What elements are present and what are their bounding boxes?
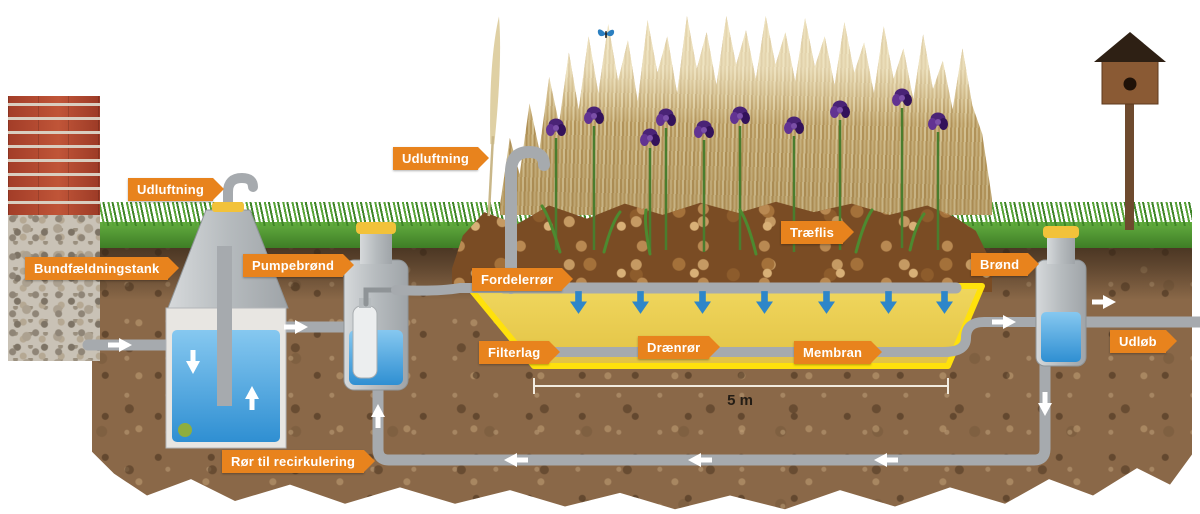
flow-arrow-icon: [1092, 295, 1116, 309]
pump-unit: [352, 305, 378, 379]
iris-stems: [554, 108, 940, 252]
iris-flower-icon: [546, 118, 566, 136]
label-fordelerroer: Fordelerrør: [472, 268, 574, 291]
label-udluftning-bed: Udluftning: [393, 147, 489, 170]
recirculation-pipe: [372, 360, 1051, 466]
pump-well-lid: [356, 222, 396, 234]
tank-vent-pipe: [223, 172, 258, 219]
iris-flowers: [546, 88, 948, 146]
label-recirkulering: Rør til recirkulering: [222, 450, 376, 473]
label-pumpebroend: Pumpebrønd: [243, 254, 355, 277]
birdhouse-hole: [1123, 77, 1137, 91]
label-membran: Membran: [794, 341, 883, 364]
iris-flower-icon: [892, 88, 912, 106]
tank-baffle-pipe: [217, 246, 232, 406]
iris-flower-icon: [584, 106, 604, 124]
foundation-gravel: [8, 215, 100, 361]
bed-vent-pipe: [505, 145, 550, 294]
iris-leaves: [540, 204, 926, 256]
house-brick-wall: [8, 96, 100, 215]
label-draenroer: Drænrør: [638, 336, 721, 359]
bed-width-measure: [533, 378, 949, 394]
pump-well: [343, 222, 409, 391]
birdhouse: [1094, 32, 1166, 230]
settling-tank: [165, 202, 289, 449]
label-filterlag: Filterlag: [479, 341, 561, 364]
iris-flower-icon: [694, 120, 714, 138]
iris-flower-icon: [928, 112, 948, 130]
label-traeflis: Træflis: [781, 221, 855, 244]
sludge-ball: [178, 423, 192, 437]
label-udluftning-tank: Udluftning: [128, 178, 224, 201]
birdhouse-roof: [1094, 32, 1166, 62]
outlet-well: [1035, 226, 1087, 367]
label-udloeb: Udløb: [1110, 330, 1177, 353]
reed-plume: [487, 16, 501, 217]
label-broend: Brønd: [971, 253, 1040, 276]
iris-flower-icon: [784, 116, 804, 134]
label-bundfaeldningstank: Bundfældningstank: [25, 257, 180, 280]
iris-flower-icon: [830, 100, 850, 118]
pump-riser-pipes: [363, 283, 517, 307]
butterfly-icon: [597, 29, 615, 38]
outlet-well-water: [1041, 312, 1081, 362]
birdhouse-post: [1125, 94, 1134, 230]
bed-width-label: 5 m: [727, 392, 753, 409]
iris-flower-icon: [656, 108, 676, 126]
drain-to-well-pipe: [939, 317, 1043, 357]
tank-lid: [212, 202, 244, 212]
outlet-well-lid: [1043, 226, 1079, 238]
iris-flower-icon: [640, 128, 660, 146]
iris-flower-icon: [730, 106, 750, 124]
